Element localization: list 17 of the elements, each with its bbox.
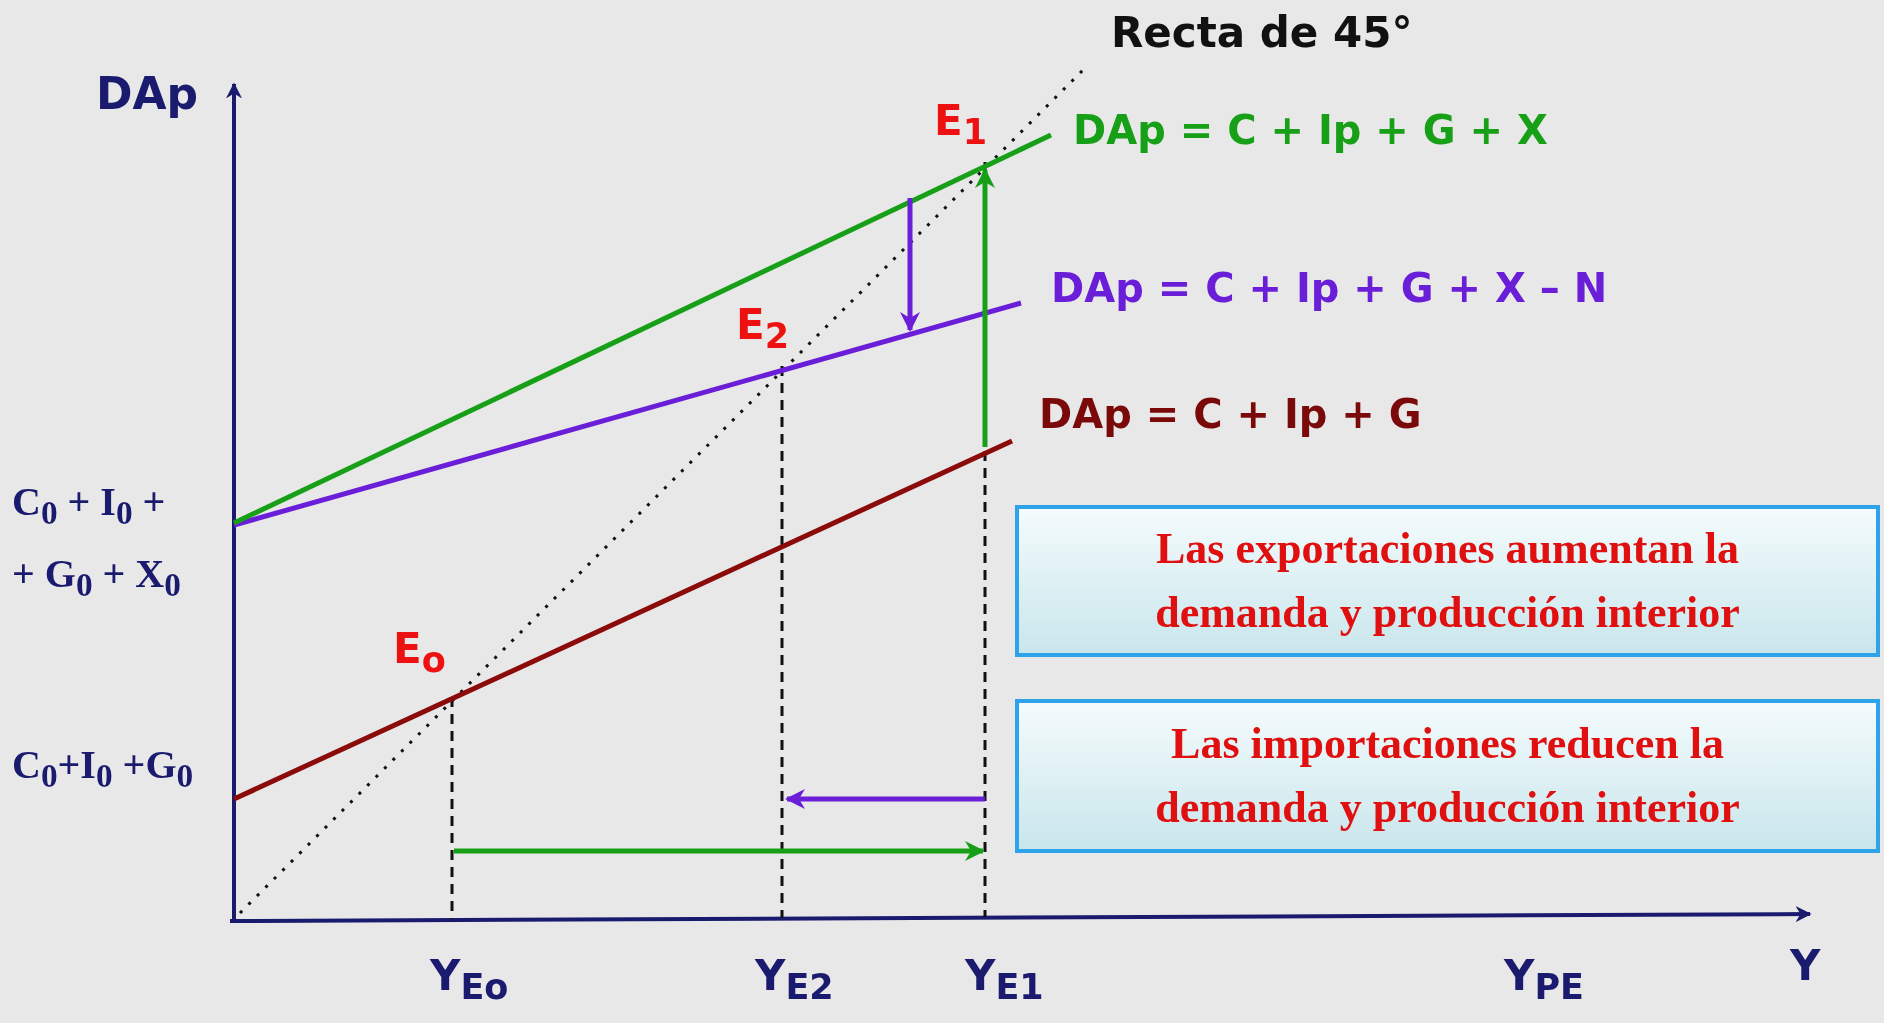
tick-label: Y$_{E1}$	[965, 955, 1044, 1006]
axis-label: Y	[1790, 945, 1821, 987]
point-label: E$_{1}$	[934, 100, 988, 151]
tick-label: Y$_{E2}$	[755, 955, 834, 1006]
text-box	[1015, 505, 1880, 657]
axis-label: DAp	[96, 72, 199, 116]
line-label: Recta de 45°	[1111, 12, 1413, 54]
intercept-label: + G$_{0}$ + X$_{0}$	[12, 554, 181, 602]
point-label: E$_{o}$	[393, 628, 446, 679]
text-box	[1015, 699, 1880, 853]
box-text: Las importaciones reducen la demanda y producción interior	[1154, 718, 1741, 834]
tick-label: Y$_{PE}$	[1504, 955, 1584, 1006]
tick-label: Y$_{Eo}$	[430, 955, 509, 1006]
point-label: E$_{2}$	[736, 304, 790, 355]
box-text: Las exportaciones aumentan la demanda y producción interior	[1154, 523, 1741, 639]
intercept-label: C$_{0}$ + I$_{0}$ +	[12, 482, 166, 530]
intercept-label: C$_{0}$+I$_{0}$ +G$_{0}$	[12, 745, 194, 793]
